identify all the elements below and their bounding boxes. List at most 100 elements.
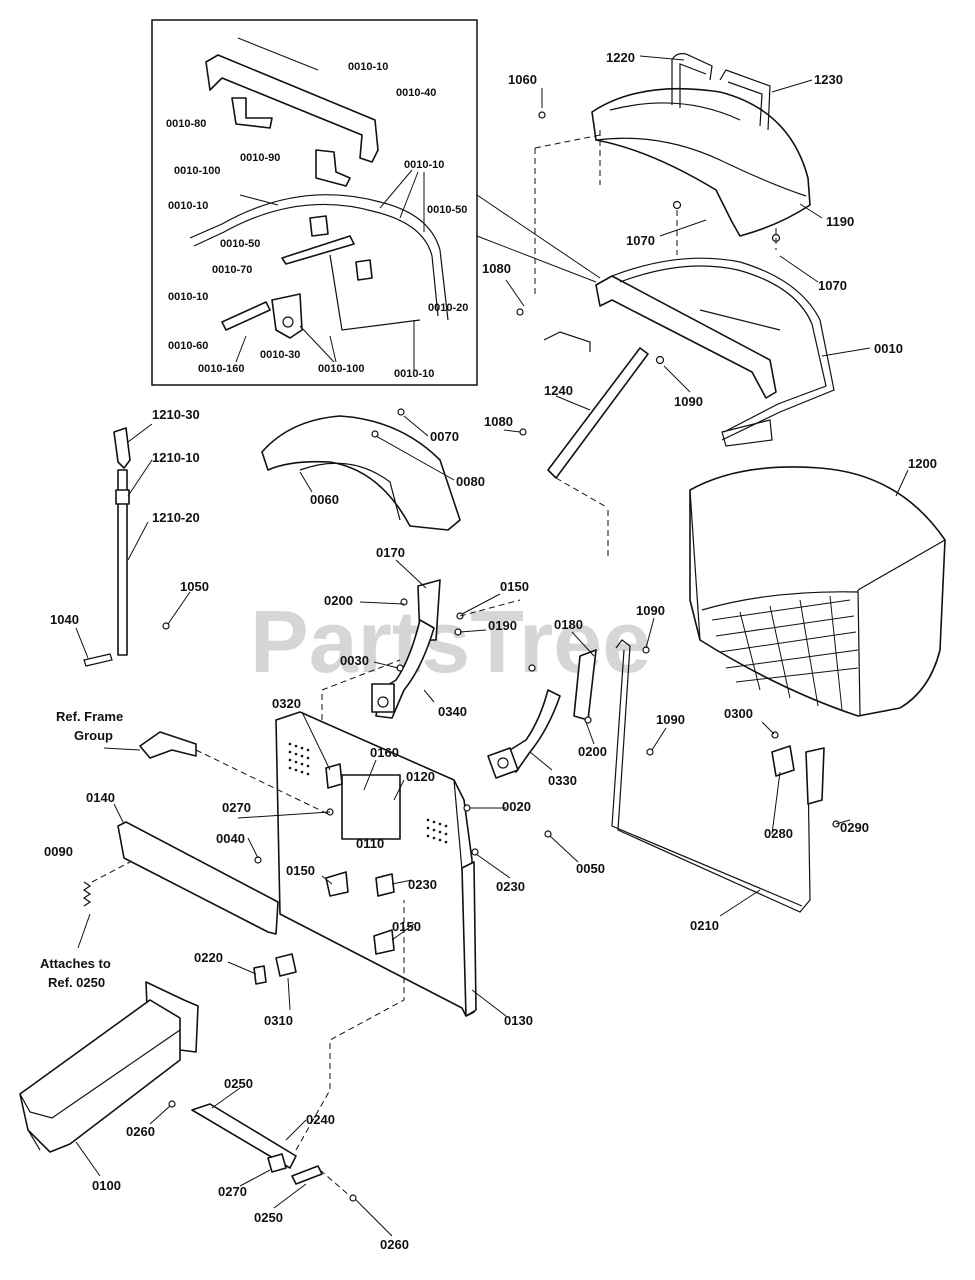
label-0010-10: 0010-10 bbox=[404, 159, 444, 171]
label-0230: 0230 bbox=[496, 879, 525, 894]
panel-flange bbox=[461, 861, 477, 1017]
inset-leader bbox=[379, 169, 413, 209]
fastener-0080 bbox=[371, 430, 379, 438]
frame-top-bar bbox=[595, 275, 777, 399]
label-0210: 0210 bbox=[690, 918, 719, 933]
frame-end-tab bbox=[721, 419, 773, 447]
inset-connector bbox=[476, 235, 597, 283]
inset-frame bbox=[151, 19, 478, 386]
dashed-guide bbox=[295, 900, 405, 1151]
fastener-0230 bbox=[471, 848, 479, 856]
label-1210-10: 1210-10 bbox=[152, 450, 200, 465]
lever-0330 bbox=[503, 689, 561, 773]
deflector-0060 bbox=[261, 408, 461, 531]
deflector-inner bbox=[299, 462, 401, 521]
label-0010-100: 0010-100 bbox=[318, 363, 365, 375]
bag-top-edge bbox=[857, 539, 946, 591]
fastener-0020 bbox=[463, 804, 471, 812]
dashed-guide bbox=[91, 861, 131, 883]
label-1060: 1060 bbox=[508, 72, 537, 87]
label-0010: 0010 bbox=[874, 341, 903, 356]
label-0010-10: 0010-10 bbox=[348, 61, 388, 73]
handle-1230-inner bbox=[727, 81, 763, 127]
handle-1220 bbox=[671, 53, 713, 105]
clip-0230 bbox=[375, 873, 395, 897]
label-0090: 0090 bbox=[44, 844, 73, 859]
label-0010-30: 0010-30 bbox=[260, 349, 300, 361]
frame-outer-curve bbox=[611, 257, 835, 441]
top-cover-assembly bbox=[538, 53, 811, 243]
spring-0090 bbox=[82, 881, 92, 907]
label-0010-80: 0010-80 bbox=[166, 118, 206, 130]
label-1210-20: 1210-20 bbox=[152, 510, 200, 525]
label-0050: 0050 bbox=[576, 861, 605, 876]
label-1080: 1080 bbox=[482, 261, 511, 276]
fastener-1080 bbox=[519, 428, 527, 436]
hinge-block-0270 bbox=[267, 1153, 287, 1173]
bracket-0280 bbox=[771, 745, 795, 777]
label-0060: 0060 bbox=[310, 492, 339, 507]
bag-body bbox=[689, 466, 946, 717]
ref-frame-group-part bbox=[139, 731, 197, 759]
clip-0150b bbox=[373, 929, 395, 955]
label-0010-90: 0010-90 bbox=[240, 152, 280, 164]
label-1040: 1040 bbox=[50, 612, 79, 627]
hinge-0250 bbox=[291, 1165, 323, 1185]
fastener-0050 bbox=[544, 830, 552, 838]
tube-1210-20 bbox=[117, 469, 128, 656]
label-0240: 0240 bbox=[306, 1112, 335, 1127]
inset-leader bbox=[235, 335, 247, 363]
label-0070: 0070 bbox=[430, 429, 459, 444]
label-1090: 1090 bbox=[656, 712, 685, 727]
label-0150: 0150 bbox=[500, 579, 529, 594]
bag-floor-grid bbox=[739, 595, 843, 711]
cover-ridge bbox=[609, 102, 741, 121]
hinge-rod-0240 bbox=[191, 1103, 297, 1169]
frame-bracket bbox=[543, 331, 591, 352]
label-0150: 0150 bbox=[392, 919, 421, 934]
leader bbox=[77, 913, 91, 949]
leaders bbox=[75, 55, 909, 1237]
chute-lip bbox=[27, 1129, 41, 1151]
label-1220: 1220 bbox=[606, 50, 635, 65]
label-ref-frame-group: Ref. Frame Group bbox=[56, 709, 127, 743]
frame-crossbar bbox=[699, 309, 781, 331]
inset-leader bbox=[329, 335, 337, 363]
inset-leader bbox=[239, 194, 279, 206]
label-0010-20: 0010-20 bbox=[428, 302, 468, 314]
label-1090: 1090 bbox=[674, 394, 703, 409]
label-0010-70: 0010-70 bbox=[212, 264, 252, 276]
label-0290: 0290 bbox=[840, 820, 869, 835]
label-0040: 0040 bbox=[216, 831, 245, 846]
label-0200: 0200 bbox=[578, 744, 607, 759]
inset-frame-outer bbox=[189, 194, 449, 321]
bag-frame-0210 bbox=[611, 639, 840, 913]
label-0230: 0230 bbox=[408, 877, 437, 892]
frame-0010 bbox=[543, 257, 835, 447]
dashed-guide bbox=[459, 599, 521, 617]
inset-top-bracket bbox=[205, 54, 379, 163]
clip-0150 bbox=[325, 871, 349, 897]
dashed-guide bbox=[555, 477, 609, 509]
label-0320: 0320 bbox=[272, 696, 301, 711]
label-0130: 0130 bbox=[504, 1013, 533, 1028]
inset-plate-0010-30 bbox=[271, 293, 303, 339]
bolt-1040 bbox=[83, 653, 113, 667]
label-0260: 0260 bbox=[380, 1237, 409, 1252]
chute-0100 bbox=[19, 981, 199, 1153]
lever-hole bbox=[377, 696, 389, 708]
fastener-1080b bbox=[516, 308, 524, 316]
lever-hole-0330 bbox=[497, 757, 509, 769]
inset-bar-0010-70 bbox=[281, 235, 355, 265]
grip-1210-30 bbox=[113, 427, 131, 469]
label-1200: 1200 bbox=[908, 456, 937, 471]
frame-inner-curve bbox=[619, 265, 827, 433]
label-0330: 0330 bbox=[548, 773, 577, 788]
label-1240: 1240 bbox=[544, 383, 573, 398]
label-attaches-to: Attaches to Ref. 0250 bbox=[40, 956, 114, 990]
inset-leader bbox=[237, 37, 319, 71]
label-0010-60: 0010-60 bbox=[168, 340, 208, 352]
handle-1210 bbox=[83, 427, 170, 667]
label-0250: 0250 bbox=[254, 1210, 283, 1225]
